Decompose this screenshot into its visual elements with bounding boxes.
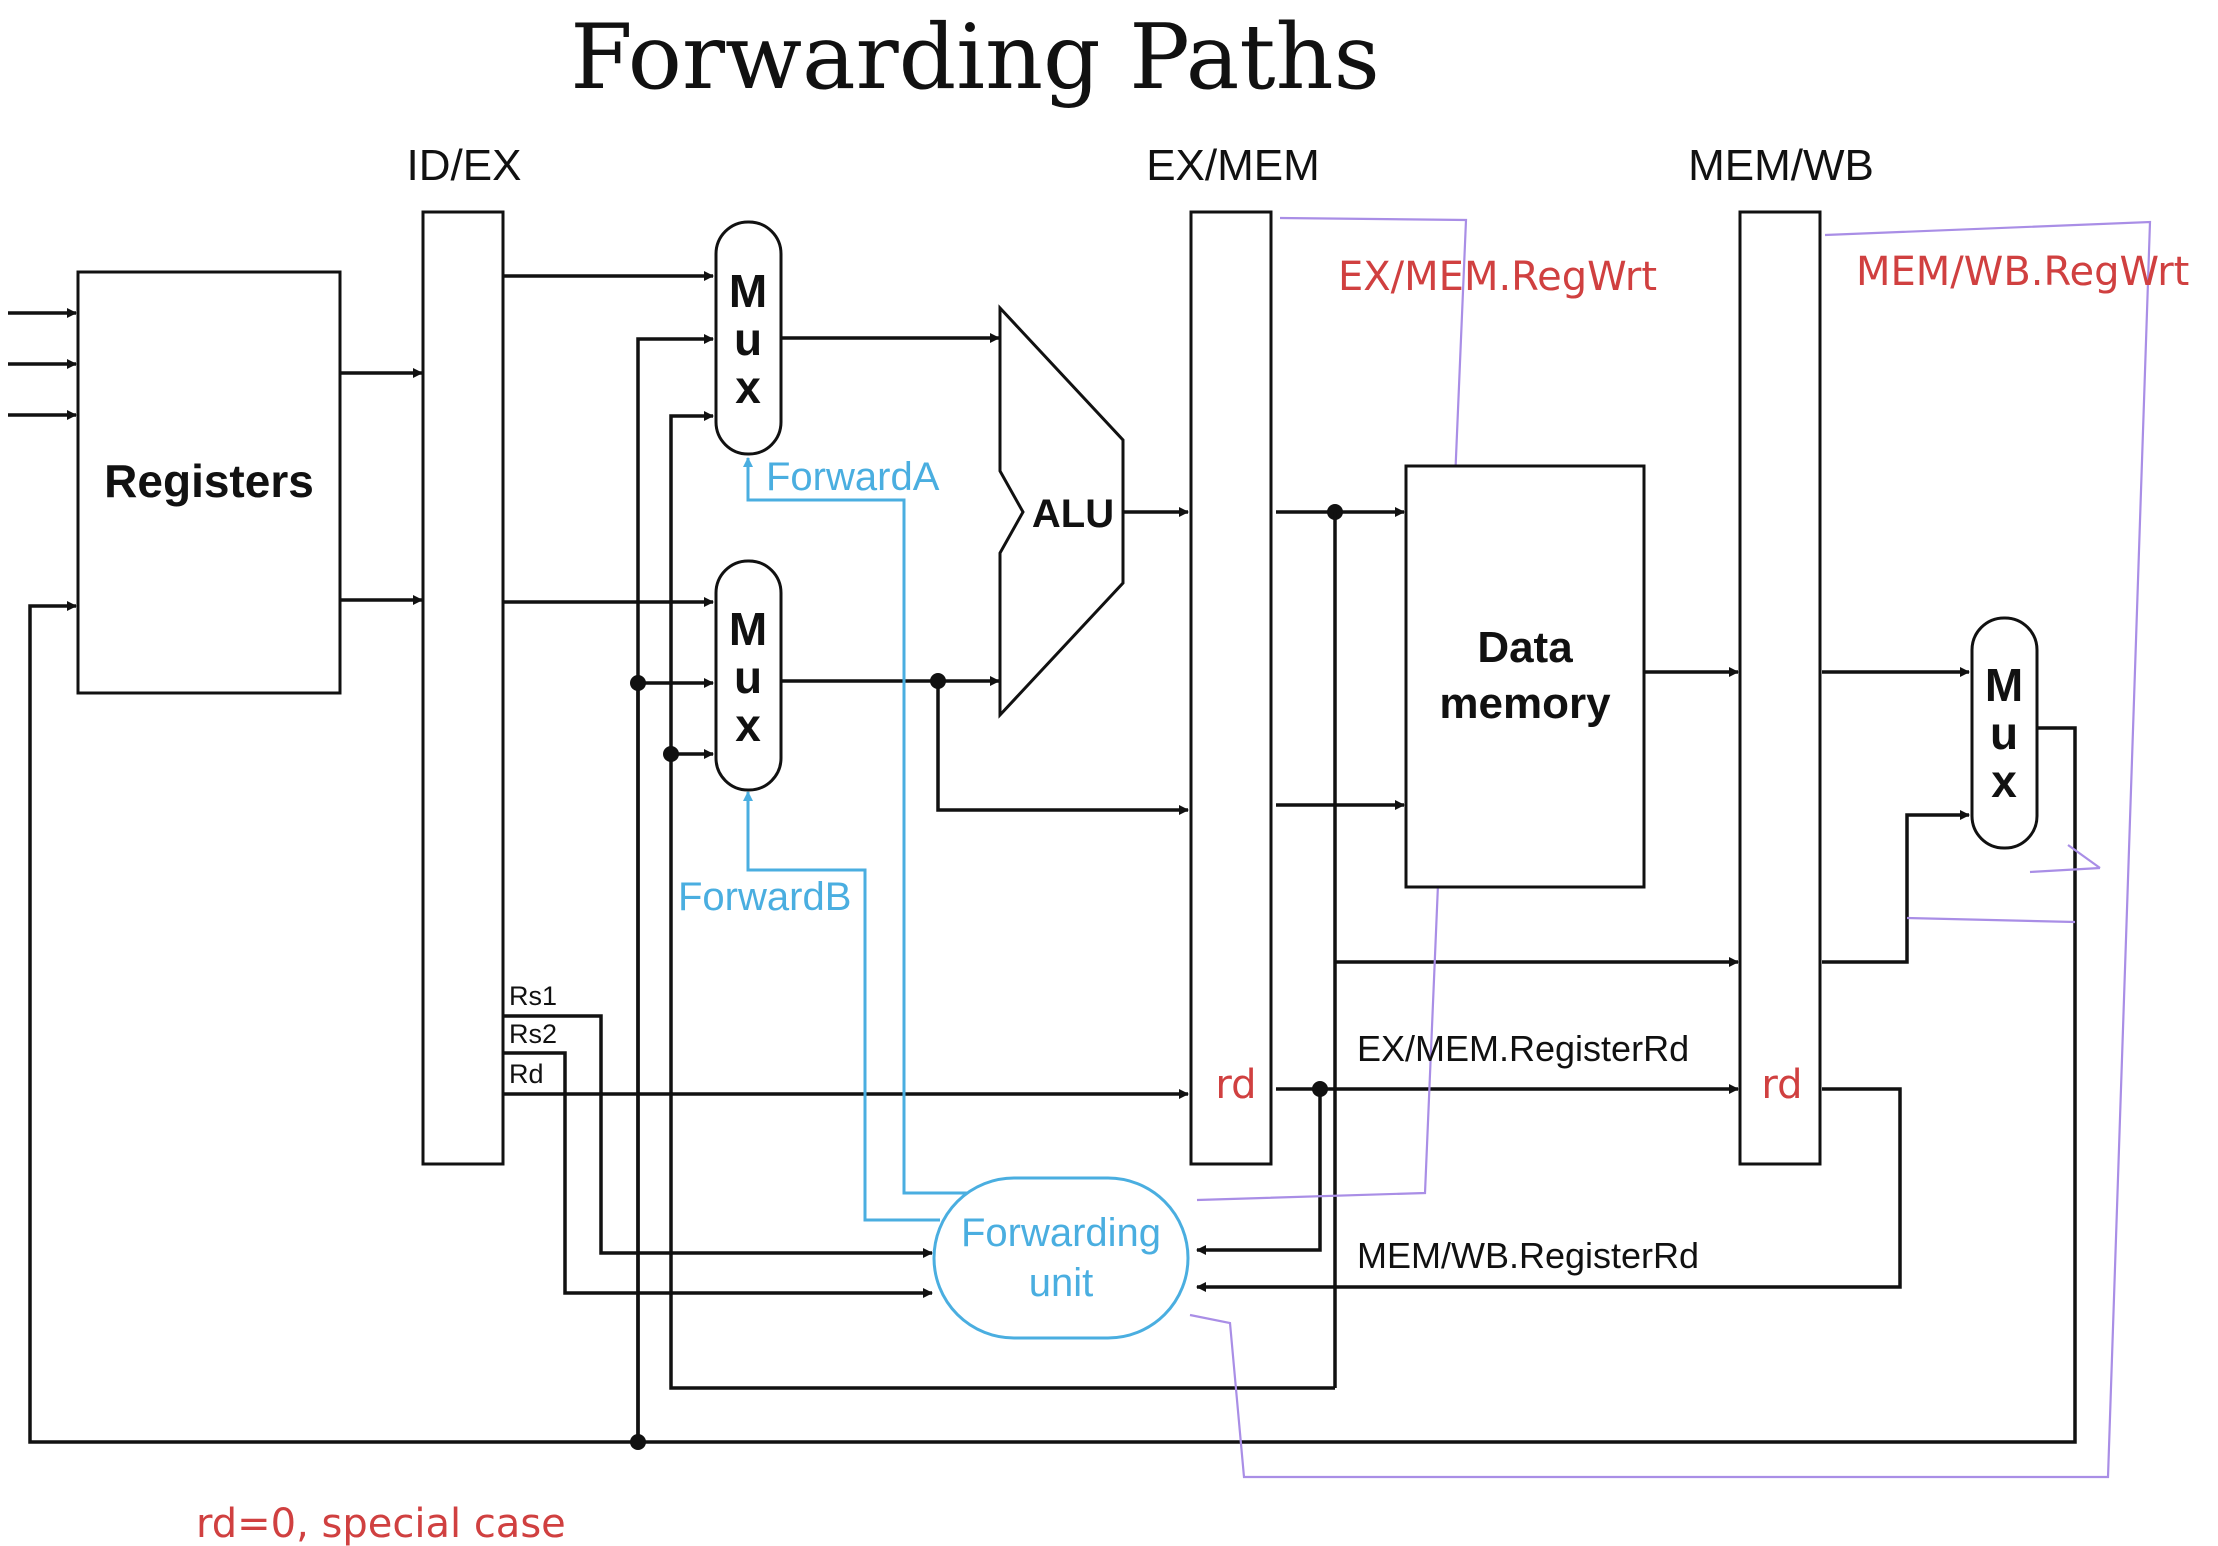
id-ex-register — [421, 210, 505, 1166]
forwarding-unit-label-1: Forwarding — [961, 1211, 1161, 1255]
registers-block — [76, 270, 342, 695]
page-title: Forwarding Paths — [570, 5, 1380, 110]
alu-label: ALU — [1032, 492, 1114, 536]
ex-mem-regwrt-annotation: EX/MEM.RegWrt — [1338, 254, 1657, 300]
id-ex-label: ID/EX — [407, 141, 522, 190]
mux-a-letter-x: x — [735, 361, 761, 413]
forward-b-label: ForwardB — [678, 875, 851, 919]
registers-label: Registers — [104, 455, 314, 507]
mux-a-letter-u: u — [734, 313, 762, 365]
ex-mem-register-rd-label: EX/MEM.RegisterRd — [1357, 1028, 1689, 1069]
mux-a — [714, 220, 783, 456]
mux-a-letter-m: M — [729, 265, 767, 317]
rs1-label: Rs1 — [509, 981, 557, 1011]
forwarding-control-wires — [743, 457, 970, 1222]
mem-wb-register-rd-label: MEM/WB.RegisterRd — [1357, 1235, 1699, 1276]
mem-wb-label: MEM/WB — [1688, 141, 1874, 190]
rs2-label: Rs2 — [509, 1019, 557, 1049]
special-case-annotation: rd=0, special case — [196, 1501, 566, 1546]
mem-wb-rd-label: rd — [1761, 1062, 1802, 1108]
alu — [998, 304, 1125, 719]
mux-b-letter-x: x — [735, 699, 761, 751]
ex-mem-rd-label: rd — [1215, 1062, 1256, 1108]
ex-mem-label: EX/MEM — [1146, 141, 1320, 190]
forward-a-label: ForwardA — [766, 455, 940, 499]
mux-b-letter-m: M — [729, 603, 767, 655]
data-memory-label-1: Data — [1477, 623, 1573, 672]
mux-wb-letter-m: M — [1985, 659, 2023, 711]
forwarding-unit-label-2: unit — [1029, 1261, 1094, 1305]
datapath-wires — [8, 271, 2077, 1450]
rd-label: Rd — [509, 1059, 544, 1089]
ex-mem-register — [1189, 210, 1273, 1166]
mux-b-letter-u: u — [734, 651, 762, 703]
mux-wb-letter-u: u — [1990, 707, 2018, 759]
mux-b — [714, 559, 783, 792]
forwarding-unit — [932, 1176, 1190, 1340]
data-memory-label-2: memory — [1439, 679, 1611, 728]
mux-wb — [1970, 616, 2039, 850]
mem-wb-regwrt-annotation: MEM/WB.RegWrt — [1856, 249, 2189, 295]
data-memory-block — [1404, 464, 1646, 889]
mem-wb-register — [1738, 210, 1822, 1166]
mux-wb-letter-x: x — [1991, 755, 2017, 807]
